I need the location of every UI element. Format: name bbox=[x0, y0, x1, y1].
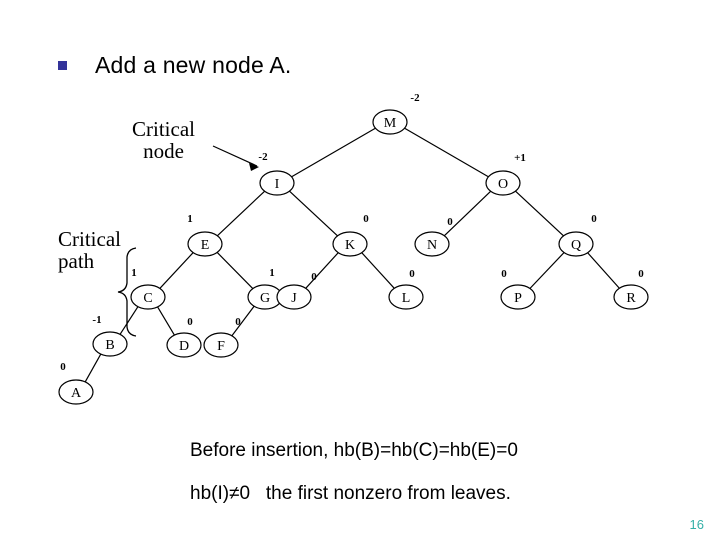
tree-node-J: J bbox=[276, 284, 312, 310]
tree-node-label-I: I bbox=[275, 177, 280, 192]
balance-factor-B: -1 bbox=[92, 314, 101, 326]
tree-node-label-D: D bbox=[179, 339, 189, 354]
tree-node-label-Q: Q bbox=[571, 238, 581, 253]
balance-factor-P: 0 bbox=[501, 268, 507, 280]
tree-node-L: L bbox=[388, 284, 424, 310]
tree-node-circle-Q bbox=[558, 231, 594, 257]
tree-node-A: A bbox=[58, 379, 94, 405]
tree-edge-E-C bbox=[159, 252, 194, 289]
balance-factor-I: -2 bbox=[258, 151, 268, 163]
tree-node-label-L: L bbox=[402, 291, 411, 306]
tree-node-label-N: N bbox=[427, 238, 437, 253]
tree-node-circle-B bbox=[92, 331, 128, 357]
tree-node-I: I bbox=[259, 170, 295, 196]
tree-node-circle-I bbox=[259, 170, 295, 196]
balance-factor-E: 1 bbox=[187, 213, 193, 225]
tree-node-label-F: F bbox=[217, 339, 225, 354]
tree-node-R: R bbox=[613, 284, 649, 310]
tree-node-label-C: C bbox=[143, 291, 152, 306]
balance-factor-G: 1 bbox=[269, 267, 275, 279]
tree-node-label-O: O bbox=[498, 177, 508, 192]
tree-edge-Q-P bbox=[529, 252, 565, 289]
tree-edge-K-L bbox=[361, 252, 395, 289]
balance-factor-A: 0 bbox=[60, 361, 66, 373]
tree-edge-I-K bbox=[288, 190, 339, 237]
tree-node-M: M bbox=[372, 109, 408, 135]
tree-node-label-B: B bbox=[105, 338, 114, 353]
critical-node-label: Critical node bbox=[132, 117, 195, 164]
tree-node-circle-D bbox=[166, 332, 202, 358]
tree-node-O: O bbox=[485, 170, 521, 196]
critical-path-label: Critical path bbox=[58, 227, 121, 274]
tree-node-layer: M I O E K N Q C G J L P R B D F A bbox=[58, 109, 649, 405]
tree-node-circle-M bbox=[372, 109, 408, 135]
tree-edge-G-F bbox=[231, 305, 255, 337]
bullet-heading-text: Add a new node A. bbox=[95, 52, 292, 78]
tree-node-circle-F bbox=[203, 332, 239, 358]
tree-node-N: N bbox=[414, 231, 450, 257]
tree-edge-K-J bbox=[305, 252, 339, 289]
tree-node-label-G: G bbox=[260, 291, 270, 306]
tree-edge-Q-R bbox=[587, 252, 620, 289]
tree-edge-M-I bbox=[290, 127, 377, 178]
tree-node-D: D bbox=[166, 332, 202, 358]
tree-edge-I-E bbox=[216, 190, 266, 237]
tree-node-circle-P bbox=[500, 284, 536, 310]
balance-factor-D: 0 bbox=[187, 316, 193, 328]
tree-edge-layer bbox=[84, 127, 620, 383]
tree-node-circle-N bbox=[414, 231, 450, 257]
balance-factor-Q: 0 bbox=[591, 213, 597, 225]
tree-node-F: F bbox=[203, 332, 239, 358]
tree-edge-O-N bbox=[443, 190, 492, 237]
tree-node-circle-C bbox=[130, 284, 166, 310]
tree-balance-factor-layer: -2 -2 +1 1 0 0 0 1 1 0 0 0 0 -1 0 0 0 bbox=[60, 92, 644, 373]
tree-node-circle-A bbox=[58, 379, 94, 405]
balance-factor-O: +1 bbox=[514, 152, 526, 164]
tree-node-circle-J bbox=[276, 284, 312, 310]
caption-line-1: Before insertion, hb(B)=hb(C)=hb(E)=0 bbox=[190, 440, 518, 461]
balance-factor-C: 1 bbox=[131, 267, 137, 279]
tree-node-label-E: E bbox=[201, 238, 210, 253]
tree-edge-O-Q bbox=[514, 190, 565, 237]
bullet-heading: Add a new node A. bbox=[58, 52, 292, 79]
tree-node-label-K: K bbox=[345, 238, 355, 253]
tree-node-label-A: A bbox=[71, 386, 82, 401]
tree-edge-M-O bbox=[403, 127, 490, 178]
tree-node-label-R: R bbox=[626, 291, 636, 306]
balance-factor-F: 0 bbox=[235, 316, 241, 328]
tree-node-E: E bbox=[187, 231, 223, 257]
tree-node-K: K bbox=[332, 231, 368, 257]
tree-edge-E-G bbox=[216, 251, 254, 290]
tree-node-circle-O bbox=[485, 170, 521, 196]
balance-factor-R: 0 bbox=[638, 268, 644, 280]
tree-node-C: C bbox=[130, 284, 166, 310]
tree-node-P: P bbox=[500, 284, 536, 310]
caption-line-2: hb(I)≠0 the first nonzero from leaves. bbox=[190, 483, 511, 504]
balance-factor-K: 0 bbox=[363, 213, 369, 225]
tree-node-circle-E bbox=[187, 231, 223, 257]
square-bullet-icon bbox=[58, 61, 67, 70]
tree-node-circle-L bbox=[388, 284, 424, 310]
tree-edge-C-B bbox=[119, 306, 139, 335]
balance-factor-M: -2 bbox=[410, 92, 420, 104]
page-number: 16 bbox=[689, 517, 704, 532]
critical-path-brace bbox=[117, 247, 137, 337]
balance-factor-L: 0 bbox=[409, 268, 415, 280]
tree-node-label-P: P bbox=[514, 291, 522, 306]
balance-factor-N: 0 bbox=[447, 216, 453, 228]
tree-node-label-M: M bbox=[384, 116, 397, 131]
tree-edge-B-A bbox=[84, 353, 102, 383]
tree-svg: M I O E K N Q C G J L P R B D F A -2 -2 +1 1 0 0 0 1 1 0 0 0 0 -1 0 0 0 bbox=[58, 92, 649, 405]
tree-node-Q: Q bbox=[558, 231, 594, 257]
tree-node-circle-R bbox=[613, 284, 649, 310]
tree-node-label-J: J bbox=[291, 291, 297, 306]
tree-node-B: B bbox=[92, 331, 128, 357]
balance-factor-J: 0 bbox=[311, 271, 317, 283]
tree-node-circle-K bbox=[332, 231, 368, 257]
critical-node-pointer-arrow bbox=[212, 145, 259, 171]
tree-edge-C-D bbox=[157, 306, 175, 336]
